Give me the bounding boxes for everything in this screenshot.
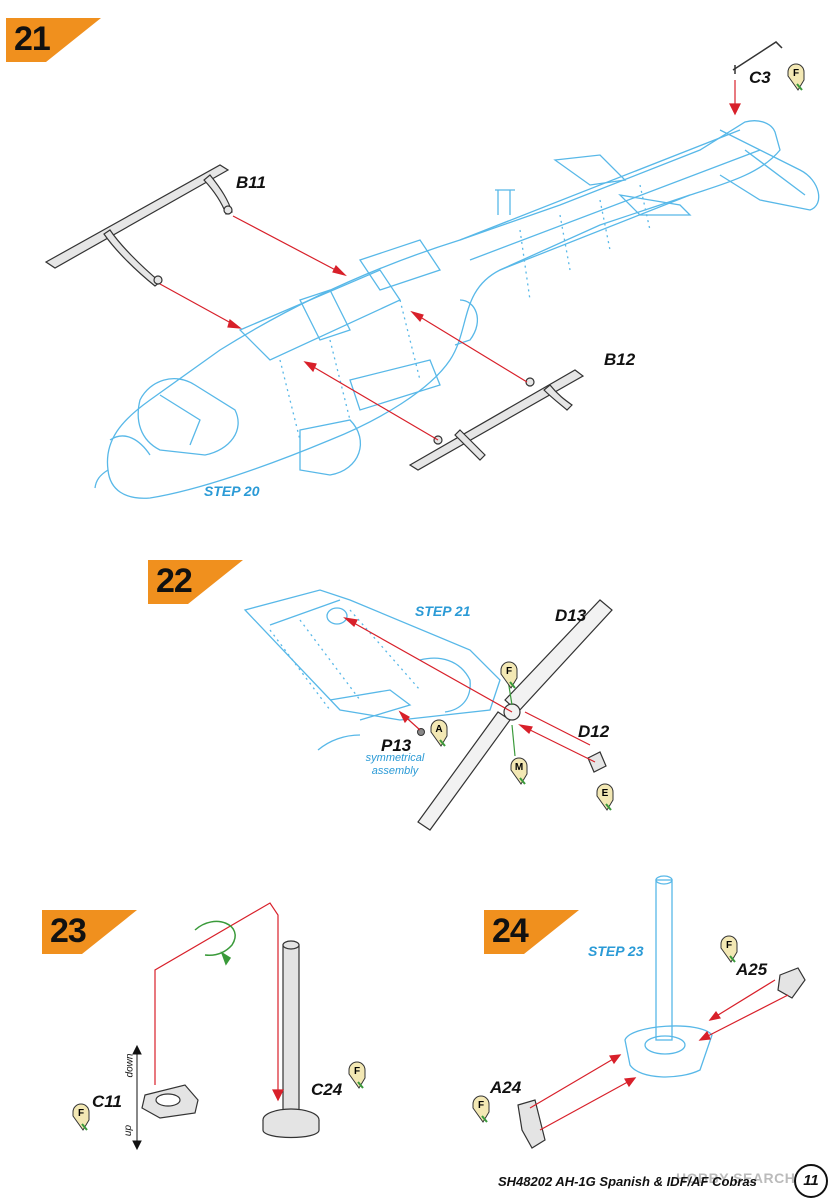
antenna-c3-drawing	[732, 41, 783, 74]
skid-b11-drawing	[44, 164, 233, 287]
down-label: down	[124, 1053, 136, 1078]
part-label-b11: B11	[236, 173, 266, 192]
rotation-arrow-icon	[194, 920, 236, 966]
part-label-c24: C24	[311, 1080, 343, 1099]
sprue-letter: F	[793, 68, 799, 79]
sprue-letter: F	[478, 1100, 484, 1111]
badge-shape	[148, 560, 243, 604]
ref-step-20: STEP 20	[204, 483, 260, 499]
tail-section-drawing	[243, 589, 501, 751]
part-c11-drawing	[141, 1084, 199, 1119]
part-label-c11: C11	[92, 1092, 122, 1111]
sprue-letter: M	[515, 762, 523, 773]
badge-shape	[484, 910, 579, 954]
page-number: 11	[794, 1164, 828, 1198]
sprue-f-icon: F	[785, 62, 807, 92]
sprue-f-icon: F	[70, 1102, 92, 1132]
step-23-badge: 23	[42, 910, 137, 954]
sprue-f-icon: F	[498, 660, 520, 690]
sprue-f-icon: F	[346, 1060, 368, 1090]
part-label-a24: A24	[490, 1078, 522, 1097]
ref-step-23: STEP 23	[588, 943, 644, 959]
sprue-letter: F	[726, 940, 732, 951]
step-21-badge: 21	[6, 18, 101, 62]
sprue-f-icon: F	[718, 934, 740, 964]
step-21-assembly-arrows	[159, 80, 741, 441]
up-label: up	[123, 1124, 135, 1137]
step-23-number: 23	[50, 912, 87, 950]
sprue-f-icon: F	[470, 1094, 492, 1124]
badge-shape	[42, 910, 137, 954]
sprue-letter: E	[602, 788, 609, 799]
tail-rotor-d13-drawing	[417, 599, 613, 831]
sprue-m-icon: M	[508, 756, 530, 786]
ref-step-21: STEP 21	[415, 603, 471, 619]
up-down-indicator	[132, 1044, 142, 1151]
step-22-assembly-arrows	[343, 617, 596, 763]
rotor-hub-d12-drawing	[587, 751, 607, 773]
sprue-letter: F	[354, 1066, 360, 1077]
part-label-c3: C3	[749, 68, 771, 87]
sprue-a-icon: A	[428, 718, 450, 748]
step-24-badge: 24	[484, 910, 579, 954]
part-label-d12: D12	[578, 722, 610, 741]
part-a24-drawing	[517, 1099, 546, 1149]
part-label-p13: P13	[381, 736, 412, 755]
mast-assembly-drawing	[624, 875, 713, 1078]
part-label-b12: B12	[604, 350, 636, 369]
part-a25-drawing	[777, 967, 806, 999]
sprue-e-icon: E	[594, 782, 616, 812]
helicopter-fuselage-drawing	[94, 120, 820, 499]
step-24-number: 24	[492, 912, 529, 950]
badge-shape	[6, 18, 101, 62]
part-label-a25: A25	[736, 960, 768, 979]
step-21-number: 21	[14, 20, 51, 58]
symmetrical-assembly-note: symmetrical assembly	[365, 752, 425, 777]
watermark: HOBBY SEARCH	[676, 1170, 796, 1186]
sprue-letter: A	[435, 724, 442, 735]
part-p13-drawing	[417, 728, 425, 736]
footer-title: SH48202 AH-1G Spanish & IDF/AF Cobras	[498, 1174, 757, 1189]
skid-b12-drawing	[408, 369, 585, 471]
step-23-assembly-arrows	[154, 902, 284, 1102]
sprue-letter: F	[78, 1108, 84, 1119]
mast-c24-drawing	[262, 940, 320, 1139]
step-22-badge: 22	[148, 560, 243, 604]
step-22-number: 22	[156, 562, 193, 600]
step-24-assembly-arrows	[529, 979, 789, 1131]
sprue-letter: F	[506, 666, 512, 677]
part-label-d13: D13	[555, 606, 587, 625]
